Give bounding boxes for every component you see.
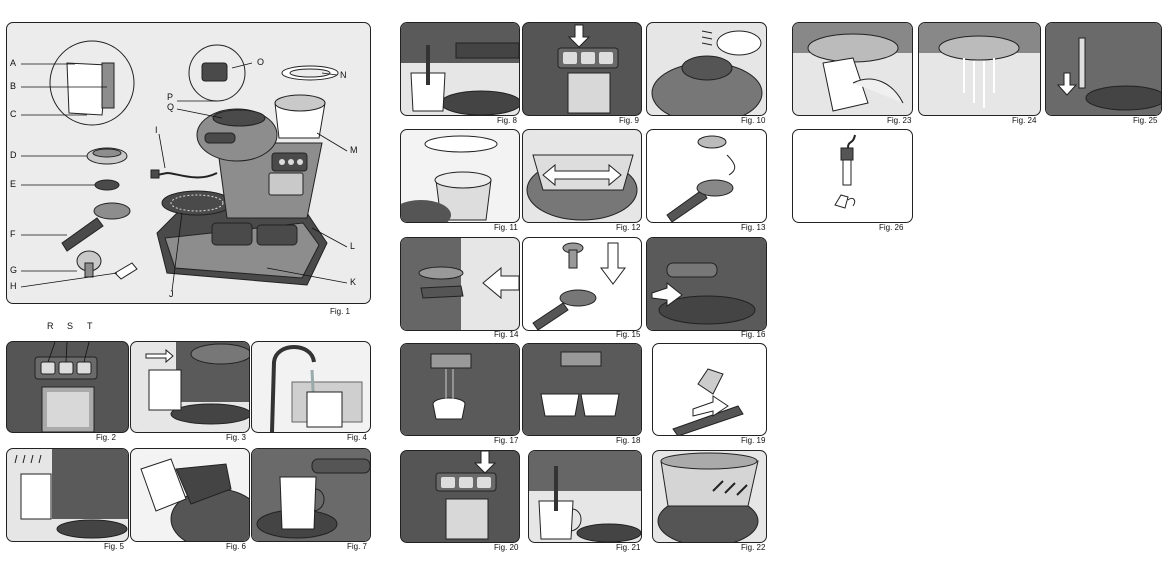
- label-b: B: [10, 81, 17, 91]
- caption-fig-12: Fig. 12: [616, 223, 641, 232]
- figure-24-panel: [918, 22, 1041, 116]
- figure-21-panel: [528, 450, 642, 543]
- figure-18-panel: [522, 343, 642, 436]
- figure-23-panel: [792, 22, 913, 116]
- label-n: N: [340, 70, 347, 80]
- caption-fig-24: Fig. 24: [1012, 116, 1037, 125]
- figure-11-panel: [400, 129, 520, 223]
- label-j: J: [169, 289, 174, 299]
- figure-20-panel: [400, 450, 520, 543]
- froth-milk-illustration: [529, 451, 641, 542]
- clean-steam-wand-illustration: [1046, 23, 1161, 115]
- label-g: G: [10, 265, 18, 275]
- label-a: A: [10, 58, 17, 68]
- remove-hopper-illustration: [657, 452, 759, 542]
- label-i: I: [155, 125, 158, 135]
- figure-2-panel: [6, 341, 129, 433]
- pour-water-into-tank-illustration: [140, 458, 249, 541]
- caption-fig-20: Fig. 20: [494, 543, 519, 552]
- caption-fig-16: Fig. 16: [741, 330, 766, 339]
- label-m: M: [350, 145, 358, 155]
- caption-fig-26: Fig. 26: [879, 223, 904, 232]
- lock-portafilter-illustration: [647, 238, 766, 330]
- figure-19-panel: [652, 343, 767, 436]
- press-button-illustration: [557, 24, 619, 114]
- caption-fig-13: Fig. 13: [741, 223, 766, 232]
- caption-fig-23: Fig. 23: [887, 116, 912, 125]
- figure-22-panel: [652, 450, 767, 543]
- fill-tank-at-tap-illustration: [270, 345, 363, 432]
- steam-jug-illustration: [401, 23, 519, 115]
- brew-two-cups-illustration: [523, 344, 641, 435]
- figure-5-panel: [6, 448, 129, 542]
- figure-17-panel: [400, 343, 520, 436]
- label-e: E: [10, 179, 17, 189]
- rinse-shower-head-illustration: [919, 23, 1040, 108]
- caption-fig-7: Fig. 7: [347, 542, 368, 551]
- caption-fig-8: Fig. 8: [497, 116, 518, 125]
- figure-10-panel: [646, 22, 767, 116]
- espresso-machine-overview-illustration: [20, 40, 348, 292]
- figure-26-panel: [792, 129, 913, 223]
- caption-fig-11: Fig. 11: [494, 223, 518, 232]
- figure-1-panel: A B C D E F G H I J K L M N O P Q: [6, 22, 371, 304]
- caption-fig-19: Fig. 19: [741, 436, 766, 445]
- label-k: K: [350, 277, 357, 287]
- insert-water-tank-illustration: [14, 449, 128, 539]
- figure-9-panel: [522, 22, 642, 116]
- pour-coffee-into-hopper-illustration: [401, 135, 498, 222]
- figure-15-panel: [522, 237, 642, 331]
- place-jug-on-tray-illustration: [252, 449, 370, 541]
- caption-fig-22: Fig. 22: [741, 543, 766, 552]
- caption-fig-15: Fig. 15: [616, 330, 641, 339]
- label-s: S: [67, 321, 74, 331]
- adjust-grinder-illustration: [526, 154, 638, 221]
- knock-out-filter-illustration: [672, 368, 744, 435]
- grind-into-portafilter-illustration: [401, 238, 519, 330]
- figure-3-panel: [130, 341, 250, 433]
- label-t: T: [87, 321, 93, 331]
- brew-single-cup-illustration: [401, 344, 519, 435]
- steam-wand-nozzle-illustration: [834, 134, 856, 209]
- clean-shower-head-illustration: [793, 23, 912, 112]
- caption-fig-17: Fig. 17: [494, 436, 519, 445]
- caption-fig-5: Fig. 5: [104, 542, 125, 551]
- caption-fig-10: Fig. 10: [741, 116, 766, 125]
- caption-fig-9: Fig. 9: [619, 116, 640, 125]
- tamp-coffee-illustration: [532, 242, 626, 330]
- caption-fig-1: Fig. 1: [330, 307, 351, 316]
- label-d: D: [10, 150, 17, 160]
- figure-13-panel: [646, 129, 767, 223]
- label-o: O: [257, 57, 265, 67]
- caption-fig-6: Fig. 6: [226, 542, 247, 551]
- caption-fig-14: Fig. 14: [494, 330, 519, 339]
- remove-water-tank-illustration: [145, 342, 249, 425]
- figure-4-panel: [251, 341, 371, 433]
- label-f: F: [10, 229, 16, 239]
- figure-25-panel: [1045, 22, 1162, 116]
- figure-8-panel: [400, 22, 520, 116]
- caption-fig-18: Fig. 18: [616, 436, 641, 445]
- figure-7-panel: [251, 448, 371, 542]
- insert-filter-illustration: [666, 135, 736, 222]
- figure-6-panel: [130, 448, 250, 542]
- figure-14-panel: [400, 237, 520, 331]
- control-panel-illustration: [34, 342, 98, 432]
- caption-fig-3: Fig. 3: [226, 433, 247, 442]
- caption-fig-21: Fig. 21: [616, 543, 641, 552]
- label-c: C: [10, 109, 17, 119]
- figure-12-panel: [522, 129, 642, 223]
- caption-fig-2: Fig. 2: [96, 433, 117, 442]
- boiler-cap-illustration: [651, 30, 763, 115]
- press-steam-button-illustration: [435, 451, 497, 540]
- caption-fig-25: Fig. 25: [1133, 116, 1158, 125]
- label-l: L: [350, 241, 356, 251]
- label-q: Q: [167, 102, 175, 112]
- label-h: H: [10, 281, 17, 291]
- label-p: P: [167, 92, 174, 102]
- figure-16-panel: [646, 237, 767, 331]
- label-r: R: [47, 321, 54, 331]
- caption-fig-4: Fig. 4: [347, 433, 368, 442]
